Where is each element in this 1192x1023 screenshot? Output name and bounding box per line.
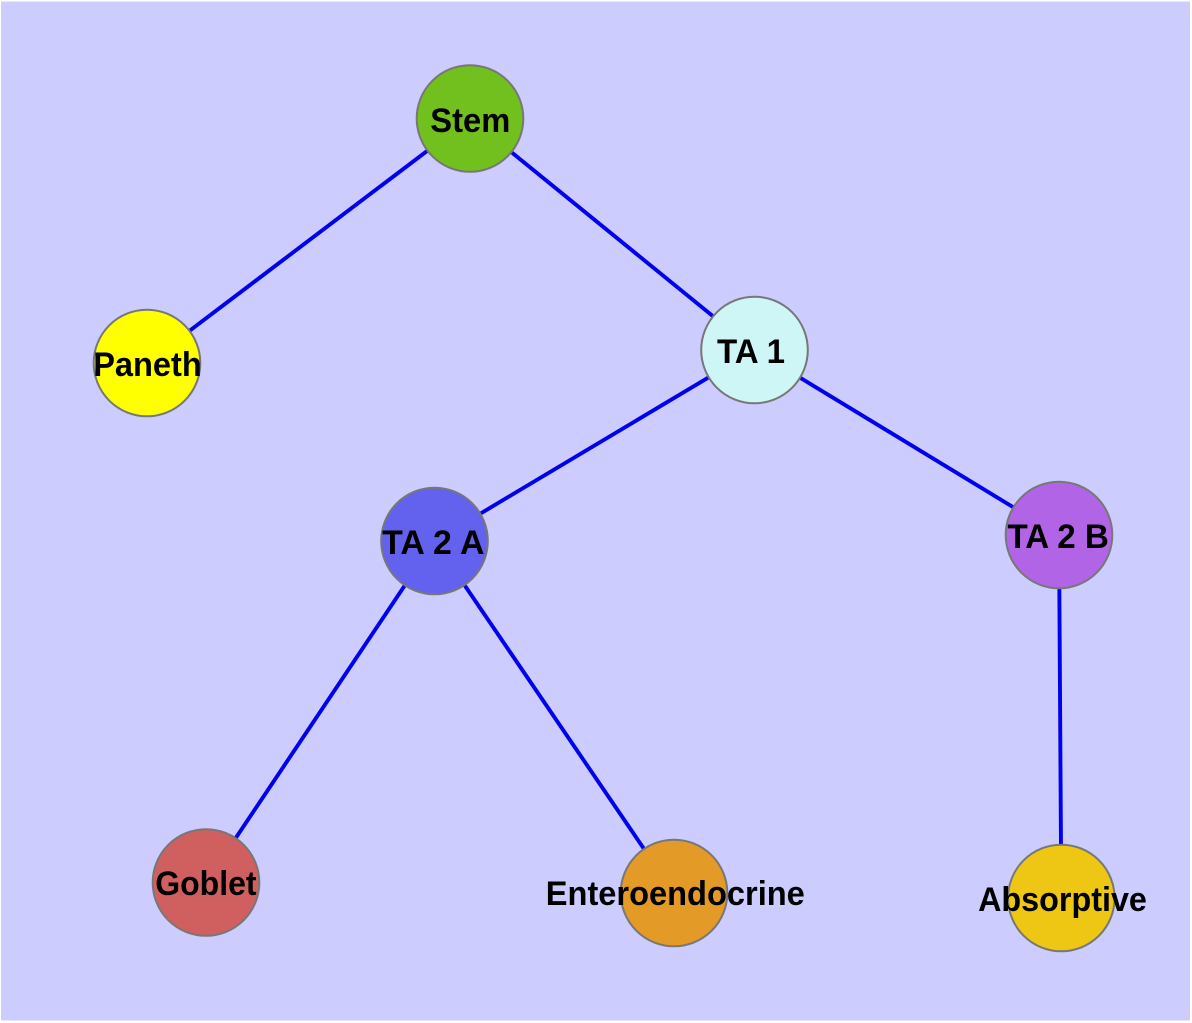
svg-text:Stem: Stem (430, 102, 510, 140)
svg-text:Goblet: Goblet (155, 865, 257, 903)
svg-text:TA 1: TA 1 (717, 333, 785, 371)
svg-text:Absorptive: Absorptive (978, 881, 1147, 919)
svg-text:Paneth: Paneth (93, 346, 202, 384)
svg-text:Enteroendocrine: Enteroendocrine (546, 875, 805, 913)
svg-text:TA 2 B: TA 2 B (1008, 518, 1109, 556)
svg-text:TA 2 A: TA 2 A (382, 524, 484, 562)
